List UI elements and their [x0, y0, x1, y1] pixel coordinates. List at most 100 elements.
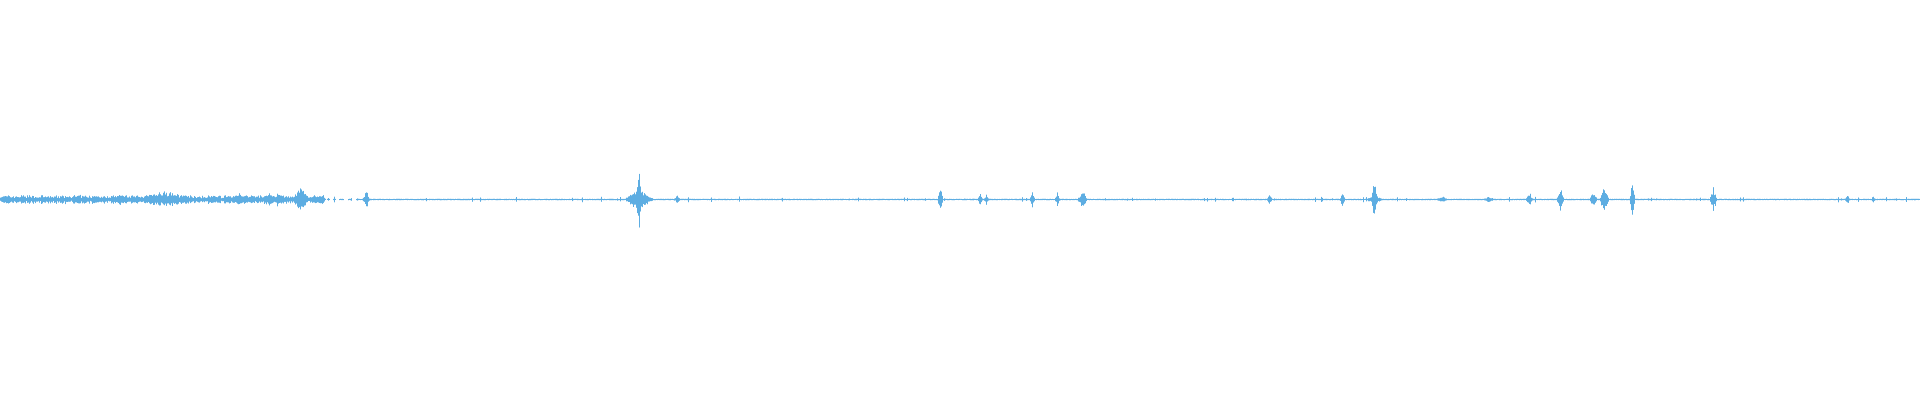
waveform-bar — [95, 196, 96, 203]
waveform-bar — [214, 196, 215, 203]
waveform-bar — [1479, 198, 1480, 201]
waveform-bar — [703, 198, 704, 200]
waveform-bar — [1767, 198, 1768, 201]
waveform-bar — [41, 195, 42, 204]
waveform-bar — [1792, 199, 1793, 201]
waveform-bar — [481, 198, 482, 201]
waveform-bar — [1006, 198, 1007, 200]
waveform-bar — [280, 195, 281, 203]
waveform-bar — [1263, 198, 1264, 200]
waveform-bar — [91, 198, 92, 202]
waveform-bar — [1415, 198, 1416, 201]
waveform-bar — [589, 198, 590, 200]
waveform-bar — [1553, 198, 1554, 201]
waveform-bar — [1291, 198, 1292, 201]
waveform-bar — [1532, 198, 1533, 201]
waveform-bar — [1609, 199, 1610, 200]
waveform-bar — [1810, 198, 1811, 201]
waveform-bar — [251, 195, 252, 204]
waveform-bar — [157, 195, 158, 203]
waveform-bar — [1203, 198, 1204, 201]
waveform-bar — [83, 196, 84, 203]
waveform-bar — [1556, 198, 1557, 201]
waveform-bar — [1657, 198, 1658, 200]
waveform-bar — [391, 199, 392, 201]
waveform-bar — [1216, 198, 1217, 201]
waveform-bar — [607, 198, 608, 200]
waveform-bar — [912, 198, 913, 200]
waveform-bar — [965, 198, 966, 201]
waveform-bar — [54, 196, 55, 203]
waveform-bar — [646, 195, 647, 204]
waveform-bar — [1805, 199, 1806, 201]
waveform-bar — [196, 198, 197, 202]
waveform-bar — [53, 197, 54, 201]
waveform-bar — [1695, 199, 1696, 201]
waveform-bar — [700, 198, 701, 201]
waveform-bar — [1424, 199, 1425, 201]
waveform-bar — [397, 198, 398, 201]
waveform-bar — [1211, 198, 1212, 201]
waveform-bar — [583, 199, 584, 201]
waveform-bar — [1070, 199, 1071, 201]
waveform-bar — [474, 199, 475, 201]
waveform-bar — [365, 193, 366, 204]
waveform-bar — [1913, 198, 1914, 200]
waveform-bar — [115, 196, 116, 204]
waveform-bar — [144, 196, 145, 203]
waveform-bar — [827, 198, 828, 201]
waveform-bar — [1619, 198, 1620, 200]
waveform-bar — [1673, 199, 1674, 200]
waveform-bar — [117, 196, 118, 203]
waveform-bar — [1864, 198, 1865, 201]
waveform-bar — [1302, 198, 1303, 201]
waveform-bar — [361, 199, 362, 200]
waveform-bar — [669, 198, 670, 201]
waveform-bar — [132, 195, 133, 203]
waveform-bar — [252, 196, 253, 203]
waveform-bar — [269, 193, 270, 206]
waveform-bar — [220, 195, 221, 204]
waveform-bar — [896, 199, 897, 201]
waveform-bar — [1341, 195, 1342, 204]
waveform-bar — [871, 199, 872, 201]
waveform-bar — [15, 196, 16, 202]
waveform-bar — [1271, 197, 1272, 202]
waveform-bar — [627, 197, 628, 202]
waveform-bar — [56, 195, 57, 204]
waveform-bar — [34, 198, 35, 202]
waveform-bar — [1732, 198, 1733, 201]
waveform-bar — [1485, 198, 1486, 201]
waveform-bar — [739, 196, 740, 202]
waveform-bar — [1412, 198, 1413, 201]
waveform-bar — [571, 198, 572, 200]
waveform-bar — [1227, 199, 1228, 200]
waveform-bar — [1604, 190, 1605, 210]
waveform-bar — [1148, 198, 1149, 201]
waveform-bar — [272, 196, 273, 204]
waveform-bar — [911, 198, 912, 201]
waveform-bar — [118, 196, 119, 203]
waveform-bar — [1392, 198, 1393, 201]
waveform-bar — [1460, 198, 1461, 201]
waveform-bar — [1078, 197, 1079, 202]
waveform-bar — [1740, 197, 1741, 202]
waveform-bar — [395, 199, 396, 201]
waveform-bar — [407, 198, 408, 201]
waveform-bar — [240, 194, 241, 204]
waveform-bar — [10, 197, 11, 203]
waveform-bar — [1076, 198, 1077, 201]
waveform-bar — [1094, 199, 1095, 200]
waveform-bar — [955, 199, 956, 200]
waveform-bar — [273, 196, 274, 203]
waveform-bar — [526, 199, 527, 200]
waveform-bar — [460, 198, 461, 201]
waveform-bar — [1587, 198, 1588, 201]
waveform-bar — [537, 199, 538, 201]
waveform-bar — [1597, 198, 1598, 200]
waveform-bar — [1280, 198, 1281, 201]
waveform-bar — [206, 197, 207, 202]
waveform-bar — [384, 199, 385, 201]
waveform-bar — [704, 198, 705, 200]
waveform-bar — [69, 196, 70, 202]
